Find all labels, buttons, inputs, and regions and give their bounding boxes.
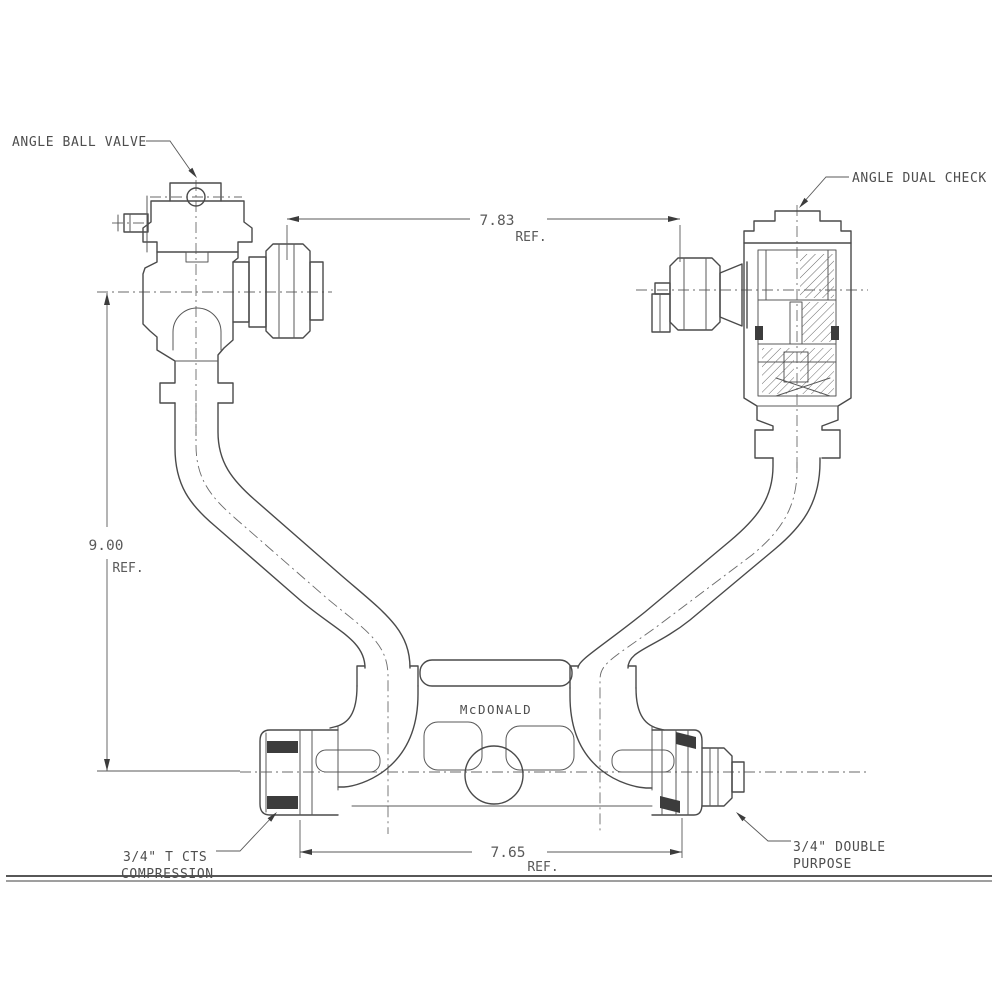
meter-yoke-drawing (259, 659, 745, 816)
angle-ball-valve-label: ANGLE BALL VALVE (12, 135, 147, 150)
dim-bottom-value: 7.65 (491, 845, 526, 861)
brand-casting-text: McDONALD (460, 702, 532, 717)
callout-angle-dual-check: ANGLE DUAL CHECK (799, 171, 987, 208)
right-riser-pipe (569, 457, 821, 689)
centerlines (97, 180, 868, 834)
dimension-top: 7.83 REF. (286, 213, 681, 262)
cts-compression-label-line1: 3/4" T CTS (123, 850, 207, 865)
callout-cts-compression: 3/4" T CTS COMPRESSION (121, 812, 277, 882)
angle-ball-valve-drawing (123, 182, 324, 404)
dim-top-ref: REF. (515, 230, 546, 245)
double-purpose-label-line1: 3/4" DOUBLE (793, 840, 886, 855)
angle-dual-check-drawing (651, 210, 852, 459)
angle-dual-check-label: ANGLE DUAL CHECK (852, 171, 987, 186)
dim-left-value: 9.00 (89, 538, 124, 554)
dim-bottom-ref: REF. (527, 860, 558, 875)
ground-line (6, 875, 992, 882)
cts-compression-label-line2: COMPRESSION (121, 867, 214, 882)
dim-left-ref: REF. (112, 561, 143, 576)
left-riser-pipe (174, 402, 419, 687)
callout-angle-ball-valve: ANGLE BALL VALVE (12, 135, 197, 178)
double-purpose-label-line2: PURPOSE (793, 857, 852, 872)
dimension-bottom: 7.65 REF. (299, 818, 683, 875)
dim-top-value: 7.83 (480, 213, 515, 229)
callout-double-purpose: 3/4" DOUBLE PURPOSE (736, 812, 886, 872)
dimension-left: 9.00 REF. (89, 293, 144, 771)
